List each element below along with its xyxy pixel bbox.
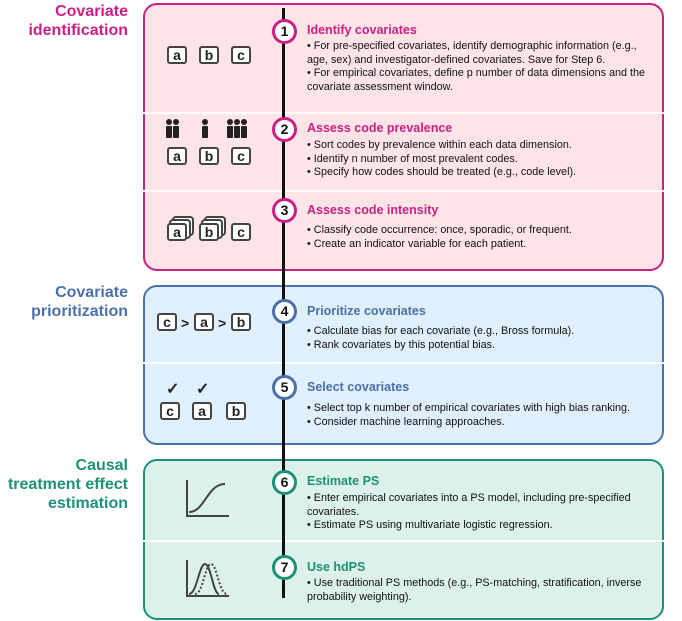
bullet-text: For pre-specified covariates, identify d… <box>307 40 637 66</box>
greater-than-sign: > <box>181 315 190 331</box>
step-bullets-1: For pre-specified covariates, identify d… <box>307 40 659 94</box>
bullet-text: Estimate PS using multivariate logistic … <box>313 519 553 531</box>
letter-box-b: b <box>226 402 246 420</box>
phase-title-line: Covariate <box>55 284 128 301</box>
letter-box-a: a <box>192 402 212 420</box>
letter-box-c: c <box>231 147 251 165</box>
step-number-6: 6 <box>272 470 297 495</box>
panel-divider <box>143 112 664 114</box>
bullet-text: Identify n number of most prevalent code… <box>313 152 518 165</box>
step-bullets-7: Use traditional PS methods (e.g., PS-mat… <box>307 577 659 604</box>
step-bullet: Enter empirical covariates into a PS mod… <box>307 492 659 519</box>
step-title-6: Estimate PS <box>307 474 380 488</box>
letter-box-c: c <box>157 313 177 331</box>
letter-box-b: b <box>199 46 219 64</box>
phase-title-line: identification <box>28 22 128 39</box>
bullet-text: Select top k number of empirical covaria… <box>313 402 631 414</box>
phase-title-prioritization: Covariate prioritization <box>0 283 128 321</box>
sigmoid-curve-icon <box>186 480 229 517</box>
step-bullet: For empirical covariates, define p numbe… <box>307 67 659 94</box>
step-bullet: Classify code occurrence: once, sporadic… <box>307 224 659 238</box>
step-bullets-5: Select top k number of empirical covaria… <box>307 402 659 429</box>
stacked-letter-box-b: b <box>199 223 219 241</box>
letter-box-a: a <box>194 313 214 331</box>
bullet-text: Sort codes by prevalence within each dat… <box>313 139 572 151</box>
step-number-2: 2 <box>272 117 297 142</box>
step-number-3: 3 <box>272 198 297 223</box>
panel-divider <box>143 540 664 542</box>
letter-box-b: b <box>231 313 251 331</box>
letter-box-a: a <box>167 46 187 64</box>
step-title-2: Assess code prevalence <box>307 121 453 135</box>
letter-box-a: a <box>167 147 187 165</box>
bullet-text: Create an indicator variable for each pa… <box>313 237 527 250</box>
check-icon: ✓ <box>196 381 210 398</box>
step-bullet: Select top k number of empirical covaria… <box>307 402 659 416</box>
bullet-text: Calculate bias for each covariate (e.g.,… <box>313 325 575 337</box>
step-bullets-2: Sort codes by prevalence within each dat… <box>307 139 659 180</box>
step-bullet: Sort codes by prevalence within each dat… <box>307 139 659 153</box>
greater-than-sign: > <box>218 315 227 331</box>
step-title-5: Select covariates <box>307 380 410 394</box>
bullet-text: Enter empirical covariates into a PS mod… <box>307 492 631 518</box>
bullet-text: Rank covariates by this potential bias. <box>313 338 496 351</box>
step-bullet: Use traditional PS methods (e.g., PS-mat… <box>307 577 659 604</box>
step-number-7: 7 <box>272 555 297 580</box>
step-bullets-6: Enter empirical covariates into a PS mod… <box>307 492 659 533</box>
phase-title-identification: Covariate identification <box>0 2 128 40</box>
letter-box-c: c <box>231 223 251 241</box>
step-title-7: Use hdPS <box>307 560 366 574</box>
letter-box-c: c <box>160 402 180 420</box>
step-bullets-3: Classify code occurrence: once, sporadic… <box>307 224 659 251</box>
step-bullet: Create an indicator variable for each pa… <box>307 238 659 252</box>
phase-title-estimation: Causal treatment effect estimation <box>0 456 128 513</box>
check-icon: ✓ <box>166 381 180 398</box>
step-bullet: Rank covariates by this potential bias. <box>307 339 659 353</box>
stacked-letter-box-a: a <box>167 223 187 241</box>
step-number-5: 5 <box>272 375 297 400</box>
step-bullet: Estimate PS using multivariate logistic … <box>307 519 659 533</box>
step-bullets-4: Calculate bias for each covariate (e.g.,… <box>307 325 659 352</box>
bullet-text: Specify how codes should be treated (e.g… <box>313 166 577 178</box>
phase-title-line: Covariate <box>55 3 128 20</box>
step-title-1: Identify covariates <box>307 23 417 37</box>
step-bullet: Identify n number of most prevalent code… <box>307 153 659 167</box>
phase-title-line: Causal <box>75 457 128 474</box>
step-number-1: 1 <box>272 19 297 44</box>
bullet-text: For empirical covariates, define p numbe… <box>307 67 646 93</box>
panel-divider <box>143 362 664 364</box>
bullet-text: Classify code occurrence: once, sporadic… <box>313 224 572 236</box>
phase-title-line: estimation <box>47 495 128 512</box>
phase-title-line: prioritization <box>31 303 128 320</box>
bullet-text: Consider machine learning approaches. <box>313 415 505 428</box>
step-number-4: 4 <box>272 299 297 324</box>
step-bullet: Calculate bias for each covariate (e.g.,… <box>307 325 659 339</box>
step-bullet: Specify how codes should be treated (e.g… <box>307 166 659 180</box>
letter-box-b: b <box>199 147 219 165</box>
step-bullet: For pre-specified covariates, identify d… <box>307 40 659 67</box>
phase-title-line: treatment effect <box>7 476 128 493</box>
panel-divider <box>143 190 664 192</box>
distribution-curves-icon <box>186 560 229 597</box>
letter-box-c: c <box>231 46 251 64</box>
bullet-text: Use traditional PS methods (e.g., PS-mat… <box>307 577 642 603</box>
step-title-3: Assess code intensity <box>307 203 439 217</box>
people-icon <box>166 119 247 138</box>
step-bullet: Consider machine learning approaches. <box>307 416 659 430</box>
step-title-4: Prioritize covariates <box>307 304 426 318</box>
